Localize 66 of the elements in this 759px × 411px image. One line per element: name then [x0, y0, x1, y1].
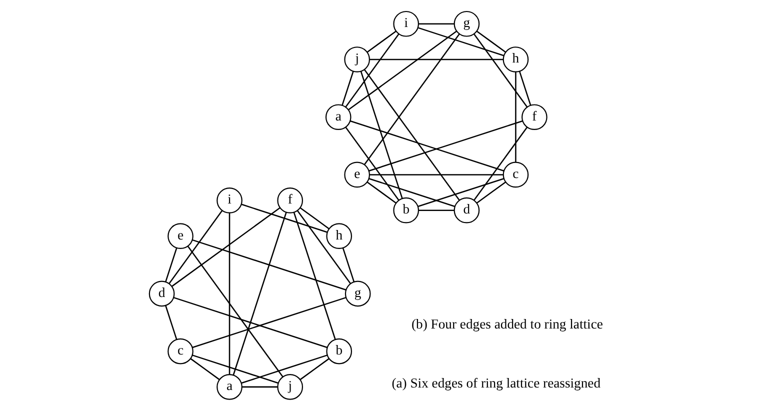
label: (a) Six edges of ring lattice reassigned [392, 375, 601, 390]
connector [360, 71, 403, 199]
node-circle: e [344, 162, 370, 188]
node-circle: g [344, 280, 371, 307]
node-circle: a [325, 104, 352, 130]
connector [345, 127, 400, 201]
connector [296, 210, 351, 284]
connector [192, 354, 278, 384]
connector [418, 178, 504, 207]
connector [474, 126, 528, 200]
node-circle: f [522, 104, 548, 130]
connector [165, 248, 178, 282]
connector [364, 69, 460, 201]
connector [300, 358, 330, 380]
node-circle: c [168, 338, 194, 364]
connector [342, 71, 354, 106]
connector [474, 34, 528, 108]
connector [368, 120, 523, 172]
connector [342, 248, 355, 282]
node-circle: i [393, 10, 420, 37]
node-circle: d [148, 280, 175, 307]
connector [192, 239, 346, 290]
connector [232, 212, 287, 376]
connector [348, 30, 458, 110]
connector [366, 182, 396, 204]
node-circle: e [168, 223, 194, 250]
node-circle: i [216, 188, 242, 214]
connector [370, 174, 504, 176]
label: (b) Four edges added to ring lattice [411, 316, 603, 332]
connector [418, 23, 454, 25]
connector [187, 246, 284, 378]
connector [300, 207, 330, 230]
connector [364, 34, 460, 166]
connector [368, 178, 455, 207]
connector [171, 207, 280, 287]
connector [192, 296, 346, 348]
connector [518, 71, 532, 106]
node-circle: j [277, 374, 304, 400]
node-circle: h [502, 46, 529, 72]
node-circle: c [502, 162, 529, 188]
node-circle: a [216, 374, 242, 400]
connector [241, 354, 328, 384]
connector [515, 72, 516, 162]
connector [242, 386, 278, 388]
node-circle: j [344, 46, 370, 72]
connector [165, 305, 178, 340]
connector [293, 212, 336, 340]
connector [228, 212, 230, 374]
connector [173, 296, 328, 348]
node-circle: b [326, 338, 352, 364]
connector [476, 182, 506, 204]
connector [190, 358, 220, 380]
connector [366, 30, 396, 53]
connector [168, 210, 223, 284]
connector [370, 58, 504, 60]
node-circle: f [277, 188, 304, 214]
node-circle: d [454, 197, 480, 224]
node-circle: b [393, 197, 420, 224]
node-circle: g [454, 10, 480, 37]
node-circle: h [326, 223, 352, 250]
connector [345, 34, 400, 108]
connector [418, 210, 454, 211]
connector [476, 30, 506, 53]
connector [241, 204, 328, 233]
connector [418, 27, 504, 56]
connector [350, 120, 504, 172]
